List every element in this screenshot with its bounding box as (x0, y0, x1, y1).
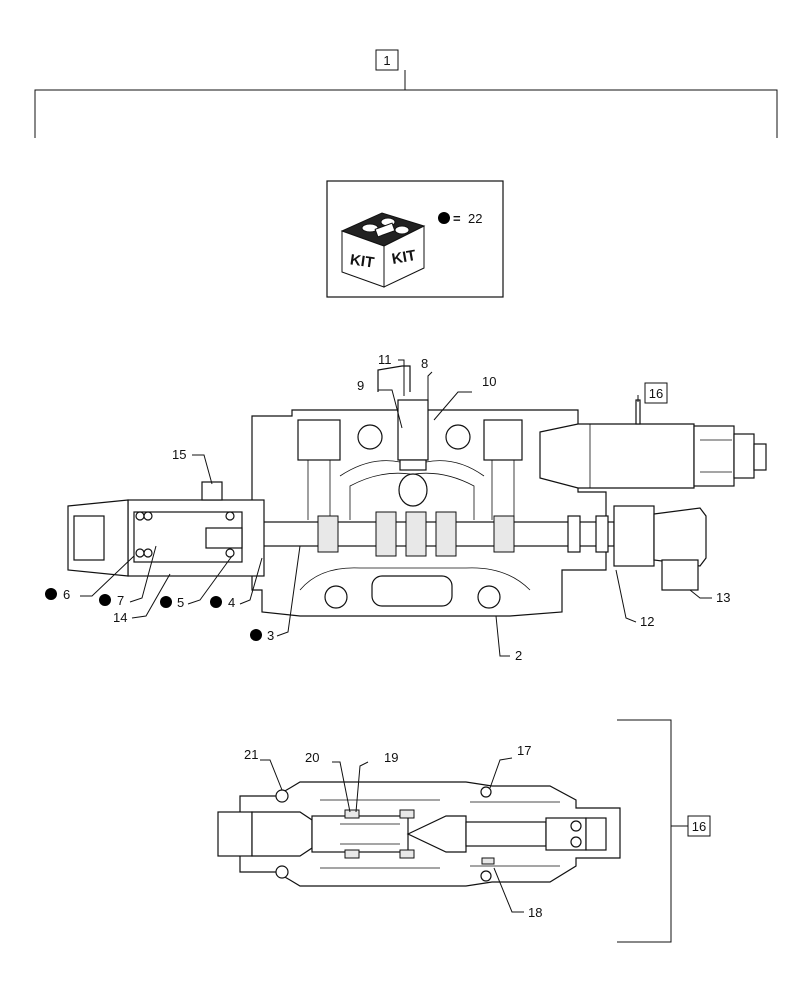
main-callouts: 11 8 9 10 15 16 6 7 14 5 4 3 2 12 13 (45, 352, 730, 663)
detail-callouts: 21 20 19 17 18 16 (244, 743, 711, 920)
callout-17: 17 (517, 743, 531, 758)
kit-dot-4 (210, 596, 222, 608)
callout-18: 18 (528, 905, 542, 920)
callout-8: 8 (421, 356, 428, 371)
callout-6: 6 (63, 587, 70, 602)
callout-3: 3 (267, 628, 274, 643)
callout-21: 21 (244, 747, 258, 762)
callout-10: 10 (482, 374, 496, 389)
callout-12: 12 (640, 614, 654, 629)
callout-20: 20 (305, 750, 319, 765)
kit-dot-7 (99, 594, 111, 606)
callout-13: 13 (716, 590, 730, 605)
kit-cube-icon (340, 212, 426, 288)
main-leaders (80, 359, 712, 657)
kit-tag-left: KIT (349, 251, 375, 271)
callout-11: 11 (378, 352, 392, 367)
assembly-label: 1 (383, 53, 390, 68)
callout-16-detail: 16 (692, 819, 706, 834)
kit-dot-3 (250, 629, 262, 641)
valve-section-drawing (67, 365, 767, 617)
kit-dot-6 (45, 588, 57, 600)
kit-box: KIT KIT = 22 (326, 180, 504, 298)
callout-14: 14 (113, 610, 127, 625)
callout-15: 15 (172, 447, 186, 462)
kit-tag-right: KIT (391, 247, 418, 268)
kit-equals: = (453, 211, 461, 226)
callout-19: 19 (384, 750, 398, 765)
kit-number: 22 (468, 211, 482, 226)
callout-9: 9 (357, 378, 364, 393)
assembly-bracket: 1 (34, 49, 778, 138)
callout-4: 4 (228, 595, 235, 610)
callout-16-top: 16 (649, 386, 663, 401)
callout-2: 2 (515, 648, 522, 663)
callout-7: 7 (117, 593, 124, 608)
detail-leaders (260, 719, 688, 943)
relief-valve-detail (217, 781, 621, 887)
kit-marker-dot (438, 212, 450, 224)
callout-5: 5 (177, 595, 184, 610)
kit-dot-5 (160, 596, 172, 608)
